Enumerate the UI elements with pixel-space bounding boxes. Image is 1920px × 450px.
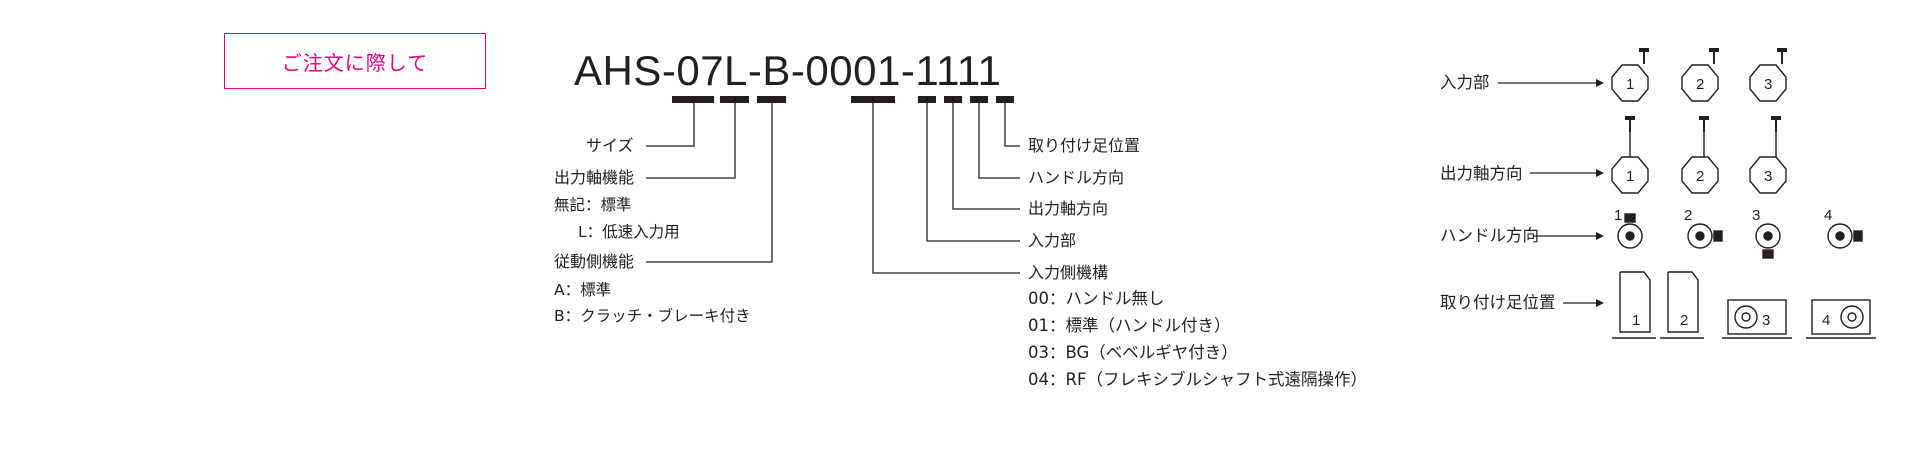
label-size: サイズ [586,136,634,155]
input-mech-option-01: 01：標準（ハンドル付き） [1028,316,1231,335]
bar-driven [757,96,786,103]
input-num-1: 1 [1626,76,1634,93]
input-mech-option-00: 00：ハンドル無し [1028,289,1165,308]
shaft-diagram-3: 3 [1749,115,1787,194]
panel-label-input: 入力部 [1440,73,1490,92]
bar-handle [970,96,988,103]
handle-num-1: 1 [1614,207,1622,224]
bar-output-shaft [720,96,749,103]
label-input-mechanism: 入力側機構 [1028,263,1109,282]
panel-label-foot-position: 取り付け足位置 [1440,293,1556,312]
input-mech-option-03: 03：BG（ベベルギヤ付き） [1028,343,1238,362]
label-handle-direction: ハンドル方向 [1028,168,1125,187]
label-foot-position: 取り付け足位置 [1028,136,1141,155]
handle-diagrams [1617,213,1863,259]
bar-size [672,96,714,103]
label-shaft-direction: 出力軸方向 [1028,199,1109,218]
output-shaft-option-1: 無記：標準 [554,196,632,214]
shaft-diagram-1: 1 [1611,115,1649,194]
handle-num-4: 4 [1824,207,1832,224]
input-diagram-3: 3 [1749,47,1788,102]
handle-num-2: 2 [1684,207,1692,224]
model-code: AHS-07L-B-0001-1111 [574,47,1002,94]
foot-diagrams [1612,271,1876,339]
input-diagram-2: 2 [1681,47,1720,102]
output-shaft-option-2: L：低速入力用 [578,223,680,241]
shaft-num-3: 3 [1764,168,1772,185]
driven-option-b: B：クラッチ・ブレーキ付き [554,307,751,325]
shaft-num-1: 1 [1626,168,1634,185]
foot-num-3: 3 [1762,312,1770,329]
input-num-3: 3 [1764,76,1772,93]
shaft-diagram-2: 2 [1681,115,1719,194]
panel-label-shaft-direction: 出力軸方向 [1440,164,1523,183]
handle-num-3: 3 [1752,207,1760,224]
input-diagram-1: 1 [1611,47,1650,102]
leader-lines [646,82,1596,304]
label-input: 入力部 [1028,231,1077,250]
label-driven-side: 従動側機能 [554,252,635,271]
order-note-title: ご注文に際して [281,50,429,75]
panel-label-handle-direction: ハンドル方向 [1440,226,1539,245]
input-mech-option-04: 04：RF（フレキシブルシャフト式遠隔操作） [1028,370,1367,389]
foot-num-1: 1 [1632,312,1640,329]
label-output-shaft: 出力軸機能 [554,168,635,187]
bar-shaft-dir [944,96,962,103]
bar-input [918,96,936,103]
bar-foot [996,96,1014,103]
foot-num-4: 4 [1822,312,1830,329]
foot-num-2: 2 [1680,312,1688,329]
driven-option-a: A：標準 [554,281,612,299]
input-num-2: 2 [1696,76,1704,93]
bar-input-mech [851,96,895,103]
order-note-box: ご注文に際して [224,33,486,89]
code-segment-bars [672,96,1014,103]
shaft-num-2: 2 [1696,168,1704,185]
